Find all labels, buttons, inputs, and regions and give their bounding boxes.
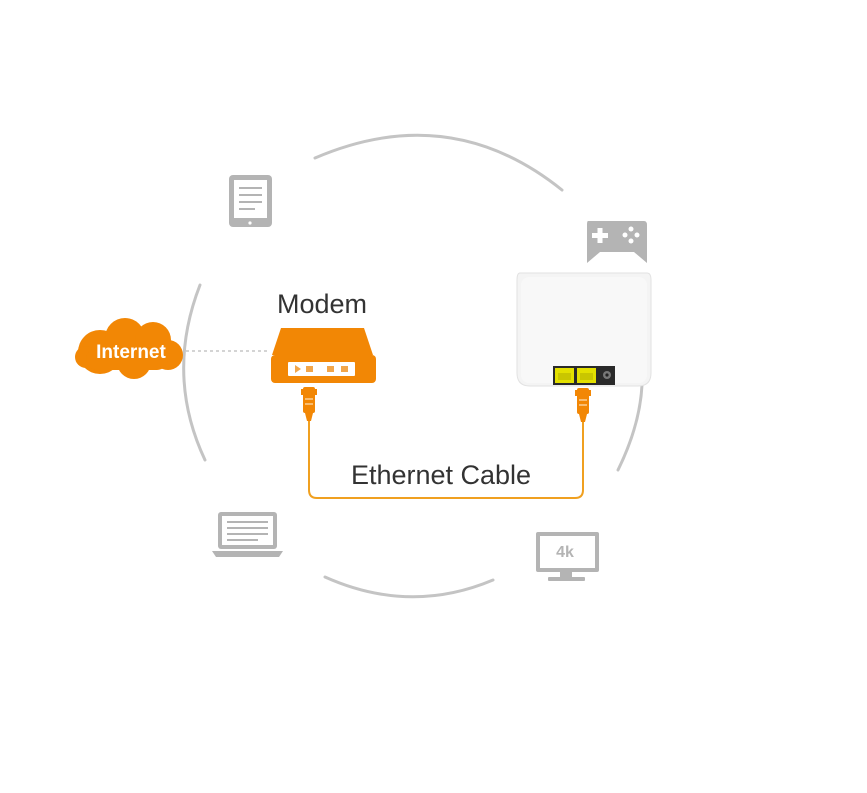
cable-plug-left xyxy=(301,387,317,421)
ring-arc-left xyxy=(182,283,207,462)
gamepad-icon xyxy=(587,221,647,263)
cable-wire xyxy=(308,420,584,499)
cable-plug-right xyxy=(575,388,591,422)
tv-4k-icon: 4k xyxy=(536,532,599,581)
modem-label: Modem xyxy=(277,289,367,319)
ethernet-cable-label: Ethernet Cable xyxy=(351,460,531,490)
internet-label: Internet xyxy=(96,342,166,363)
ring-arc-bottom xyxy=(323,575,495,599)
device-ring xyxy=(182,133,644,599)
tv-4k-badge: 4k xyxy=(556,544,574,561)
modem-icon xyxy=(271,328,376,383)
ethernet-cable: Ethernet Cable xyxy=(301,387,591,499)
laptop-icon xyxy=(212,512,283,557)
tablet-icon xyxy=(229,175,272,227)
ring-arc-right xyxy=(616,383,644,472)
ring-arc-top xyxy=(313,133,564,192)
cloud-icon: Internet xyxy=(75,318,183,379)
router-icon xyxy=(516,272,652,387)
